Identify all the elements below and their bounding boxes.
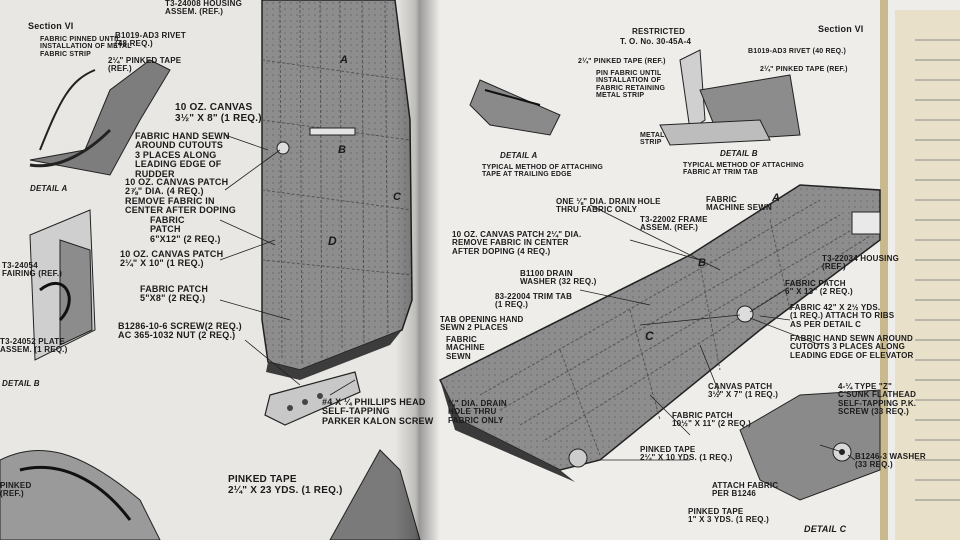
header-restricted: RESTRICTED bbox=[632, 27, 686, 36]
label-washer: B1246-3 WASHER (33 REQ.) bbox=[855, 452, 926, 470]
label-pinked-tape-top: 2¼" PINKED TAPE (REF.) bbox=[108, 56, 182, 74]
rudder-marker-b: B bbox=[338, 144, 347, 156]
right-detail-b-sketch bbox=[659, 49, 801, 146]
rudder-marker-a: A bbox=[340, 54, 349, 66]
book-spine-shadow bbox=[395, 0, 440, 540]
label-canvas-patch-3x7: CANVAS PATCH 3½" X 7" (1 REQ.) bbox=[708, 382, 779, 400]
left-section-label: Section VI bbox=[28, 21, 74, 31]
elevator-marker-a: A bbox=[772, 192, 781, 204]
label-fabric-patch-6x13: FABRIC PATCH 6" X 13" (2 REQ.) bbox=[785, 279, 853, 297]
left-bottom-sketch bbox=[0, 449, 421, 540]
paper-stack bbox=[880, 0, 960, 540]
rudder-marker-d: D bbox=[328, 234, 337, 248]
label-pinked-frag: PINKED (REF.) bbox=[0, 481, 32, 499]
label-fabric-patch-5x8: FABRIC PATCH 5"X8" (2 REQ.) bbox=[140, 284, 209, 304]
left-leader-lines bbox=[219, 134, 356, 396]
label-pinked-tape-bottom: PINKED TAPE 2¼" X 23 YDS. (1 REQ.) bbox=[228, 474, 343, 496]
label-pinked-tape-1x3: PINKED TAPE 1" X 3 YDS. (1 REQ.) bbox=[688, 507, 770, 525]
label-pinked-tape-2x10: PINKED TAPE 2¼" X 10 YDS. (1 REQ.) bbox=[640, 445, 733, 463]
rudder-drawing bbox=[261, 0, 413, 426]
label-hand-sewn-elevator: FABRIC HAND SEWN AROUND CUTOUTS 3 PLACES… bbox=[790, 334, 914, 360]
label-fabric-patch-10x11: FABRIC PATCH 10½" X 11" (2 REQ.) bbox=[672, 411, 751, 429]
label-phillips: #4 X ¼ PHILLIPS HEAD SELF-TAPPING PARKER… bbox=[322, 397, 434, 426]
label-trim-tab: 83-22004 TRIM TAB (1 REQ.) bbox=[495, 292, 573, 310]
right-section-label: Section VI bbox=[818, 24, 864, 34]
label-drain-hole: ONE ⅛" DIA. DRAIN HOLE THRU FABRIC ONLY bbox=[556, 197, 661, 215]
label-attach-fabric: ATTACH FABRIC PER B1246 bbox=[712, 481, 779, 499]
label-canvas-patch-2x10: 10 OZ. CANVAS PATCH 2¼" X 10" (1 REQ.) bbox=[120, 249, 224, 269]
rudder-marker-c: C bbox=[393, 191, 402, 203]
detail-a-description: TYPICAL METHOD OF ATTACHING TAPE AT TRAI… bbox=[482, 164, 604, 179]
label-plate: T3-24052 PLATE ASSEM. (1 REQ.) bbox=[0, 337, 68, 355]
header-to-number: T. O. No. 30-45A-4 bbox=[620, 37, 692, 46]
label-fairing: T3-24054 FAIRING (REF.) bbox=[2, 261, 63, 279]
right-detail-a-sketch bbox=[469, 79, 561, 136]
label-drain-hole-2: ⅛" DIA. DRAIN HOLE THRU FABRIC ONLY bbox=[448, 399, 507, 425]
label-metal-strip: METAL STRIP bbox=[640, 132, 665, 147]
label-tab-opening: TAB OPENING HAND SEWN 2 PLACES bbox=[440, 315, 524, 333]
label-fabric-42x2: FABRIC 42" X 2½ YDS. (1 REQ.) ATTACH TO … bbox=[790, 303, 895, 329]
elevator-drawing bbox=[438, 184, 881, 482]
left-detail-a-label: DETAIL A bbox=[30, 184, 68, 193]
label-fabric-machine-sewn: FABRIC MACHINE SEWN bbox=[706, 195, 772, 213]
label-pin-fabric: PIN FABRIC UNTIL INSTALLATION OF FABRIC … bbox=[596, 70, 666, 100]
label-fabric-patch-6x12: FABRIC PATCH 6"X12" (2 REQ.) bbox=[150, 215, 221, 244]
label-hand-sewn-rudder: FABRIC HAND SEWN AROUND CUTOUTS 3 PLACES… bbox=[135, 131, 230, 179]
label-screw-nut: B1286-10-6 SCREW(2 REQ.) AC 365-1032 NUT… bbox=[118, 321, 242, 341]
label-frame-assem: T3-22002 FRAME ASSEM. (REF.) bbox=[640, 215, 708, 233]
label-pinked-tape-ref-a: 2¼" PINKED TAPE (REF.) bbox=[578, 58, 666, 65]
left-detail-b-label: DETAIL B bbox=[2, 379, 40, 388]
label-canvas-patch-center: 10 OZ. CANVAS PATCH 2¼" DIA. REMOVE FABR… bbox=[452, 230, 582, 256]
label-rivet-b: B1019-AD3 RIVET (40 REQ.) bbox=[748, 48, 846, 55]
right-detail-b-label: DETAIL B bbox=[720, 149, 758, 158]
elevator-marker-b: B bbox=[698, 257, 707, 269]
right-leader-lines bbox=[579, 204, 856, 461]
left-detail-a-sketch bbox=[29, 59, 171, 176]
label-housing: T3-24008 HOUSING ASSEM. (REF.) bbox=[165, 0, 243, 17]
label-canvas-patch-dia: 10 OZ. CANVAS PATCH 2⅞" DIA. (4 REQ.) RE… bbox=[125, 177, 236, 216]
label-rivet: B1019-AD3 RIVET (48 REQ.) bbox=[115, 31, 187, 49]
label-housing-ref: T3-22034 HOUSING (REF.) bbox=[822, 254, 900, 272]
detail-b-description: TYPICAL METHOD OF ATTACHING FABRIC AT TR… bbox=[683, 162, 805, 177]
label-pinked-tape-ref-b: 2¼" PINKED TAPE (REF.) bbox=[760, 66, 848, 73]
label-fabric-machine-sewn-2: FABRIC MACHINE SEWN bbox=[446, 335, 485, 361]
label-canvas-3x8: 10 OZ. CANVAS 3½" X 8" (1 REQ.) bbox=[175, 102, 262, 124]
right-detail-a-label: DETAIL A bbox=[500, 151, 538, 160]
label-csunk-screw: 4-¼ TYPE "Z" C'SUNK FLATHEAD SELF-TAPPIN… bbox=[838, 382, 917, 417]
left-detail-b-sketch bbox=[29, 209, 96, 361]
label-fabric-pinned: FABRIC PINNED UNTIL INSTALLATION OF META… bbox=[40, 36, 132, 58]
elevator-marker-c: C bbox=[645, 329, 654, 343]
label-drain-washer: B1100 DRAIN WASHER (32 REQ.) bbox=[520, 269, 597, 287]
right-detail-c-label: DETAIL C bbox=[804, 524, 847, 534]
